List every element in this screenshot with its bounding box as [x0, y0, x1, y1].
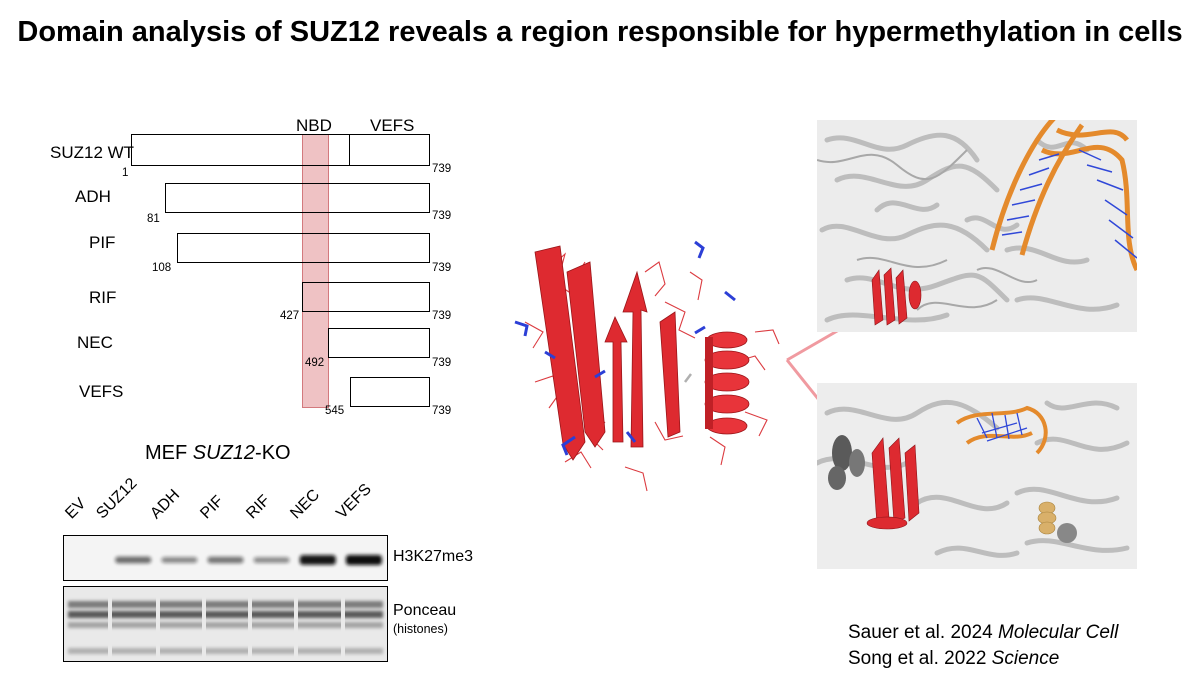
h3k27me3-label: H3K27me3 — [393, 548, 474, 565]
complex-structure-bottom — [817, 383, 1137, 569]
lane-label: VEFS — [333, 480, 375, 523]
nbd-label: NBD — [296, 116, 332, 135]
construct-end: 739 — [432, 405, 452, 417]
lane-label: EV — [62, 495, 90, 523]
complex-structure-top — [817, 120, 1137, 332]
ponceau-sub-label: (histones) — [393, 622, 448, 636]
construct-start: 108 — [152, 262, 172, 274]
h3k27me3-band — [115, 556, 152, 564]
nbd-highlight — [302, 134, 329, 408]
citation-song: Song et al. 2022 Science — [848, 648, 1060, 669]
construct-bar — [302, 282, 430, 312]
h3k27me3-band — [253, 557, 290, 563]
construct-label: SUZ12 WT — [50, 143, 135, 162]
lane-label: RIF — [243, 492, 274, 523]
construct-end: 739 — [432, 357, 452, 369]
construct-bar — [131, 134, 430, 166]
ponceau-bands — [68, 587, 383, 661]
ponceau-label: Ponceau — [393, 602, 457, 619]
lane-label: SUZ12 — [93, 475, 141, 523]
construct-end: 739 — [432, 163, 452, 175]
construct-label: ADH — [75, 187, 111, 206]
construct-label: NEC — [77, 333, 113, 352]
construct-start: 427 — [280, 310, 300, 322]
construct-label: RIF — [89, 288, 117, 307]
construct-end: 739 — [432, 210, 452, 222]
construct-bar — [350, 377, 430, 407]
construct-label: PIF — [89, 233, 116, 252]
lane-label: ADH — [147, 486, 184, 523]
western-title: MEF SUZ12-KO — [145, 442, 291, 464]
construct-start: 1 — [122, 167, 129, 179]
construct-start: 81 — [147, 213, 160, 225]
nbd-ribbon-structure — [514, 240, 780, 492]
h3k27me3-bands — [115, 555, 382, 565]
h3k27me3-band — [161, 557, 198, 563]
construct-end: 739 — [432, 310, 452, 322]
ponceau-blot — [63, 586, 388, 662]
citation-sauer: Sauer et al. 2024 Molecular Cell — [848, 622, 1119, 643]
h3k27me3-band — [345, 555, 382, 565]
lane-label: NEC — [287, 486, 324, 523]
construct-bar — [177, 233, 430, 263]
construct-bar — [165, 183, 430, 213]
slide-title: Domain analysis of SUZ12 reveals a regio… — [17, 16, 1183, 48]
construct-bar — [328, 328, 430, 358]
construct-end: 739 — [432, 262, 452, 274]
construct-label: VEFS — [79, 382, 124, 401]
lane-label: PIF — [197, 492, 227, 523]
vefs-divider — [349, 134, 351, 166]
h3k27me3-band — [299, 555, 336, 565]
vefs-label: VEFS — [370, 116, 415, 135]
h3k27me3-band — [207, 556, 244, 564]
construct-start: 545 — [325, 405, 345, 417]
construct-start: 492 — [305, 357, 325, 369]
h3k27me3-blot — [63, 535, 388, 581]
